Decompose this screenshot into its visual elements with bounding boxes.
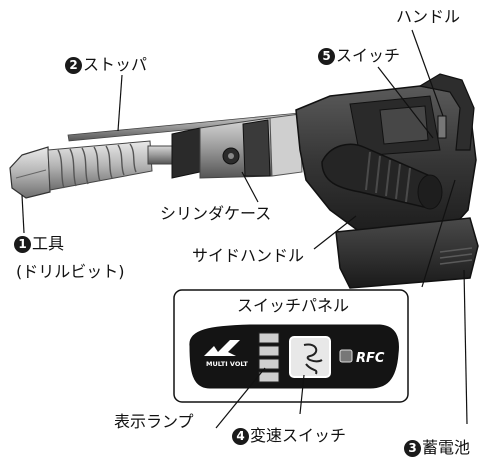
battery-pack bbox=[335, 217, 479, 289]
rfc-logo: RFC bbox=[356, 351, 385, 366]
callout-number-5: 5 bbox=[318, 48, 335, 65]
label-indicator-lamp: 表示ランプ bbox=[114, 412, 194, 431]
label-tool-sub: (ドリルビット) bbox=[16, 262, 125, 281]
label-speed-switch-text: 変速スイッチ bbox=[250, 426, 347, 445]
callout-number-1: 1 bbox=[14, 236, 31, 253]
side-handle bbox=[321, 143, 443, 210]
label-cylinder-case: シリンダケース bbox=[160, 204, 272, 223]
switch-panel bbox=[173, 289, 409, 403]
label-stopper-text: ストッパ bbox=[83, 55, 148, 74]
label-switch-panel: スイッチパネル bbox=[237, 296, 350, 315]
multivolt-logo: MULTI VOLT bbox=[206, 360, 248, 368]
drill-bit bbox=[9, 140, 175, 199]
label-battery-text: 蓄電池 bbox=[422, 438, 471, 457]
leader-lines bbox=[21, 29, 468, 429]
label-handle: ハンドル bbox=[396, 7, 461, 26]
callout-number-4: 4 bbox=[232, 428, 249, 445]
tool-body bbox=[295, 73, 477, 237]
label-switch-text: スイッチ bbox=[336, 46, 401, 65]
label-tool-text: 工具 bbox=[32, 234, 65, 253]
callout-number-3: 3 bbox=[404, 440, 421, 457]
cylinder-case bbox=[171, 113, 303, 179]
callout-number-2: 2 bbox=[65, 57, 82, 74]
label-side-handle: サイドハンドル bbox=[192, 246, 305, 265]
